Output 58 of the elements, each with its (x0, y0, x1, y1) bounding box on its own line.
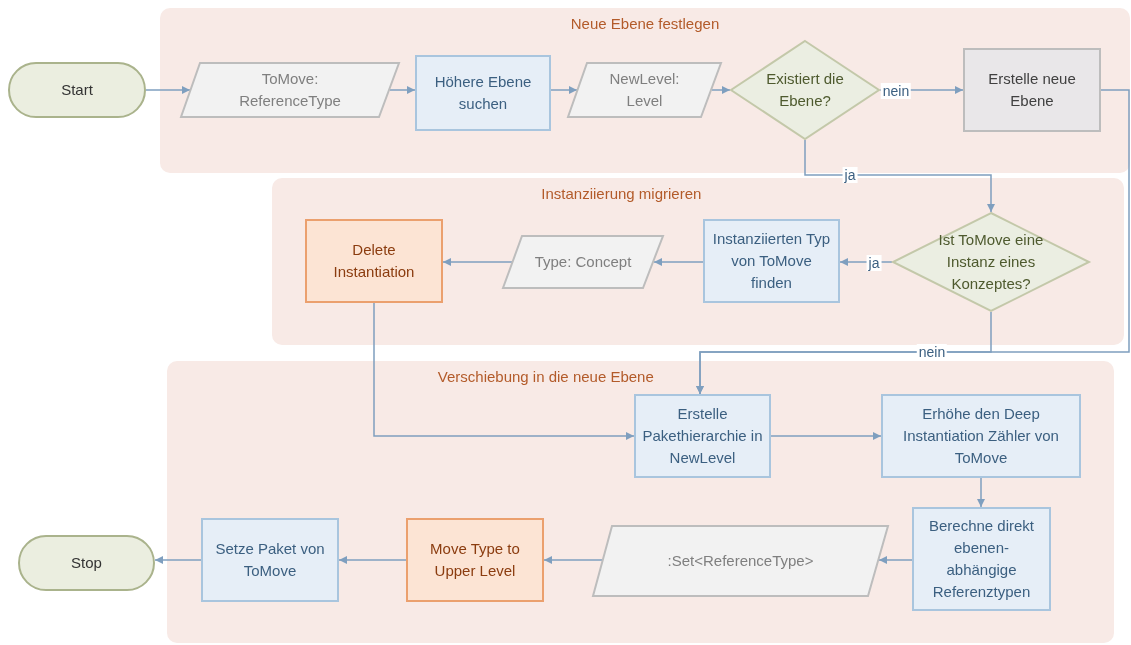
data-parallelogram (567, 62, 722, 118)
arrow (389, 86, 416, 94)
arrow (653, 258, 704, 266)
node-text: Erstelle Pakethierarchie in NewLevel (641, 404, 764, 468)
terminal-node (18, 535, 155, 591)
process-box (415, 55, 551, 131)
data-parallelogram (502, 235, 664, 289)
arrow (145, 86, 191, 94)
node-text: Berechne direkt ebenen-abhängige Referenztypen (927, 516, 1036, 602)
node-text: Instanziierten Typ von ToMove finden (711, 229, 832, 293)
edge-label: nein (880, 83, 912, 99)
arrow (338, 556, 407, 564)
process-box (912, 507, 1051, 611)
node-text: Erstelle neue Ebene (987, 69, 1077, 111)
edge-label: ja (866, 255, 882, 271)
arrow (977, 477, 985, 508)
node-text: Move Type to Upper Level (429, 539, 521, 581)
arrow (696, 89, 1130, 395)
group-title: Instanziierung migrieren (541, 184, 702, 204)
node-text: Start (60, 80, 94, 100)
process-box (881, 394, 1081, 478)
node-text: Stop (70, 553, 103, 573)
node-text: Ist ToMove eine Instanz eines Konzeptes? (937, 230, 1045, 294)
node-text: Erhöhe den Deep Instantiation Zähler von ToMove (902, 404, 1060, 468)
node-text: Setze Paket von ToMove (214, 539, 326, 581)
process-box (201, 518, 339, 602)
edge-label: nein (916, 344, 948, 360)
arrow (804, 139, 995, 213)
node-text: :Set<ReferenceType> (666, 551, 815, 571)
arrow (442, 258, 513, 266)
process-box (406, 518, 544, 602)
arrow (550, 86, 578, 94)
node-text: ToMove: ReferenceType (238, 69, 342, 111)
process-box (703, 219, 840, 303)
arrow (543, 556, 603, 564)
node-text: NewLevel: Level (608, 69, 681, 111)
node-text: Delete Instantiation (332, 240, 416, 282)
node-text: Existiert die Ebene? (765, 69, 845, 111)
process-box (634, 394, 771, 478)
group-title: Neue Ebene festlegen (570, 14, 720, 34)
process-box (305, 219, 443, 303)
terminal-node (8, 62, 146, 118)
node-text: Type: Concept (533, 252, 633, 272)
decision-diamond (892, 212, 1090, 312)
node-text: Höhere Ebene suchen (433, 72, 533, 114)
group-title: Verschiebung in die neue Ebene (437, 367, 654, 387)
data-parallelogram (180, 62, 400, 118)
arrow (839, 258, 893, 266)
edge-label: ja (842, 167, 858, 183)
group-panel (167, 361, 1114, 643)
arrow (154, 556, 202, 564)
arrow (373, 302, 635, 440)
data-parallelogram (592, 525, 889, 597)
process-box (963, 48, 1101, 132)
decision-diamond (730, 40, 880, 140)
arrow (878, 556, 913, 564)
arrow (711, 86, 731, 94)
arrow (770, 432, 882, 440)
